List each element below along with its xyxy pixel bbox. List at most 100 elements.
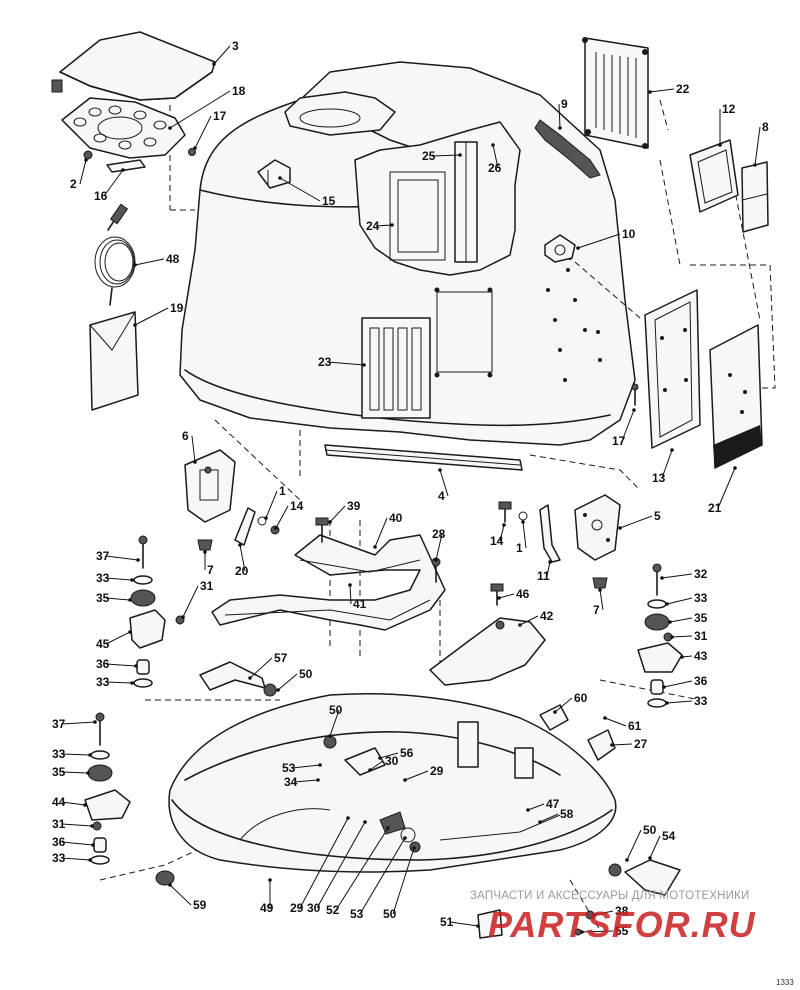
leader-line	[61, 841, 94, 846]
leader-arrow	[134, 664, 138, 668]
callout-c1b: 1	[516, 520, 527, 555]
callout-label: 21	[708, 501, 722, 515]
leader-arrow	[548, 560, 552, 564]
leader-line	[279, 177, 321, 202]
leader-line	[754, 126, 761, 166]
leader-arrow	[348, 583, 352, 587]
leader-arrow	[576, 246, 580, 250]
callout-label: 32	[694, 567, 708, 581]
callout-label: 36	[52, 835, 66, 849]
callout-c47: 47	[526, 797, 560, 812]
leader-arrow	[412, 846, 416, 850]
callout-c16: 16	[94, 168, 125, 203]
page-code: 1333	[776, 978, 794, 987]
callout-label: 39	[347, 499, 361, 513]
callout-c42: 42	[518, 609, 554, 627]
leader-arrow	[368, 768, 372, 772]
callout-label: 27	[634, 737, 648, 751]
callout-c23: 23	[318, 355, 366, 369]
plate-42	[429, 617, 546, 686]
callout-c14b: 14	[490, 523, 506, 548]
leader-line	[293, 779, 319, 783]
callout-label: 36	[96, 657, 110, 671]
leader-arrow	[193, 460, 197, 464]
callout-label: 38	[615, 904, 629, 918]
callout-label: 23	[318, 355, 332, 369]
leader-arrow	[753, 163, 757, 167]
callout-label: 50	[329, 703, 343, 717]
callout-c33d: 33	[665, 694, 708, 708]
callout-label: 59	[193, 898, 207, 912]
callout-c33c: 33	[96, 675, 134, 689]
callout-label: 51	[440, 915, 454, 929]
leader-line	[379, 752, 399, 759]
leader-arrow	[618, 526, 622, 530]
callout-c3: 3	[212, 39, 239, 66]
leader-line	[669, 617, 693, 623]
callout-label: 35	[52, 765, 66, 779]
leader-line	[435, 533, 443, 561]
callout-c17b: 17	[612, 408, 636, 448]
leader-line	[191, 435, 196, 463]
leader-arrow	[90, 824, 94, 828]
leader-arrow	[83, 803, 87, 807]
leader-arrow	[603, 716, 607, 720]
callout-label: 18	[232, 84, 246, 98]
callout-c50a: 50	[276, 667, 313, 692]
callout-c54: 54	[648, 829, 676, 860]
leader-line	[661, 449, 673, 479]
leader-line	[249, 657, 273, 679]
leader-arrow	[491, 143, 495, 147]
callout-c1a: 1	[264, 484, 286, 520]
leader-arrow	[476, 924, 480, 928]
callout-label: 9	[561, 97, 568, 111]
callout-c36c: 36	[52, 835, 95, 849]
callout-c35c: 35	[52, 765, 90, 779]
leader-line	[577, 233, 621, 249]
leader-arrow	[274, 526, 278, 530]
leader-arrow	[88, 858, 92, 862]
bracket-6	[184, 449, 236, 523]
decal-part	[709, 324, 763, 469]
callout-label: 53	[282, 761, 296, 775]
leader-line	[546, 561, 551, 577]
leader-arrow	[316, 778, 320, 782]
callout-label: 17	[213, 109, 227, 123]
callout-label: 35	[96, 591, 110, 605]
leader-line	[619, 515, 653, 529]
bracket-5	[574, 494, 621, 561]
callout-label: 56	[400, 746, 414, 760]
callout-c53b: 53	[350, 836, 407, 921]
callout-label: 33	[694, 591, 708, 605]
callout-label: 50	[299, 667, 313, 681]
leader-arrow	[680, 655, 684, 659]
leader-arrow	[625, 858, 629, 862]
callout-c60: 60	[553, 691, 588, 714]
callout-label: 35	[694, 611, 708, 625]
callout-label: 22	[676, 82, 690, 96]
callout-c33f: 33	[52, 851, 92, 865]
callout-c19: 19	[133, 301, 184, 327]
leader-arrow	[648, 856, 652, 860]
callout-label: 34	[284, 775, 298, 789]
leader-arrow	[362, 363, 366, 367]
leader-arrow	[193, 146, 197, 150]
callout-c49: 49	[260, 878, 274, 915]
callout-label: 50	[643, 823, 657, 837]
callout-c26: 26	[488, 143, 502, 175]
strip-part	[106, 159, 146, 173]
leader-arrow	[526, 808, 530, 812]
leader-arrow	[238, 543, 242, 547]
leader-line	[182, 585, 199, 618]
leader-arrow	[93, 720, 97, 724]
callout-label: 4	[438, 489, 445, 503]
leader-line	[327, 361, 365, 366]
callout-label: 30	[307, 901, 321, 915]
callout-c61: 61	[603, 716, 642, 733]
leader-line	[291, 764, 321, 769]
callout-c50c: 50	[625, 823, 657, 862]
callout-c41: 41	[348, 583, 367, 611]
lower-pan	[168, 693, 617, 873]
leader-line	[105, 597, 131, 601]
